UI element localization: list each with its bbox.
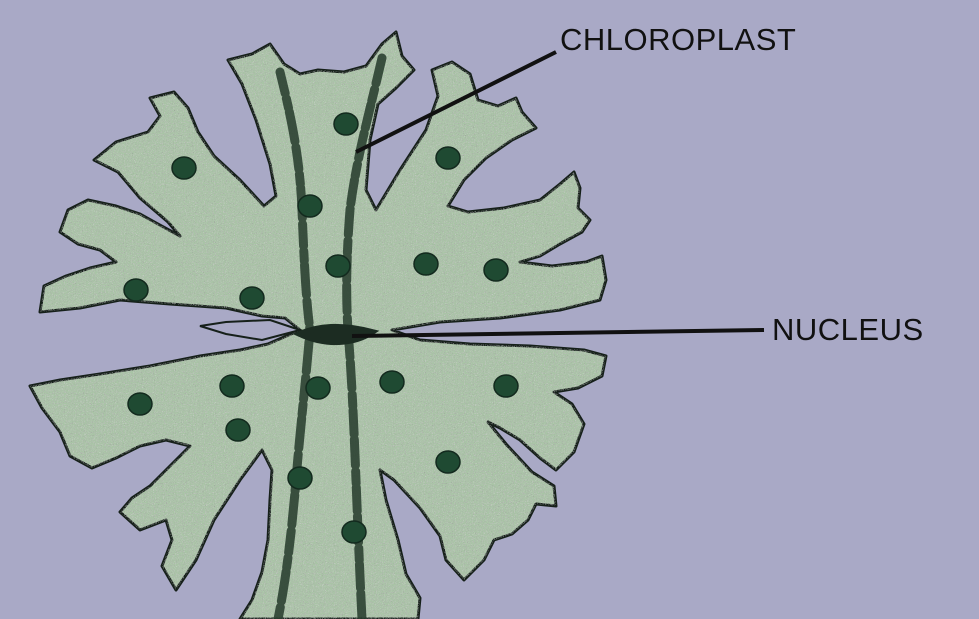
pyrenoid-dot: [494, 375, 518, 397]
pyrenoid-dot: [484, 259, 508, 281]
pyrenoid-dot: [226, 419, 250, 441]
pyrenoid-dot: [342, 521, 366, 543]
pyrenoid-dot: [240, 287, 264, 309]
pyrenoid-dot: [326, 255, 350, 277]
chloroplast-label: CHLOROPLAST: [560, 22, 796, 58]
cytoplasm-stipple: [20, 20, 620, 619]
pyrenoid-dot: [124, 279, 148, 301]
pyrenoid-dot: [414, 253, 438, 275]
nucleus-label: NUCLEUS: [772, 312, 924, 348]
pyrenoid-dot: [306, 377, 330, 399]
pyrenoid-dot: [334, 113, 358, 135]
pyrenoid-dot: [380, 371, 404, 393]
pyrenoid-dot: [128, 393, 152, 415]
pyrenoid-dot: [436, 451, 460, 473]
stipple-texture: [20, 20, 620, 619]
pyrenoid-dot: [220, 375, 244, 397]
nucleus-leader-line: [352, 330, 764, 336]
pyrenoid-dot: [288, 467, 312, 489]
pyrenoid-dot: [172, 157, 196, 179]
pyrenoid-dot: [436, 147, 460, 169]
pyrenoid-dot: [298, 195, 322, 217]
